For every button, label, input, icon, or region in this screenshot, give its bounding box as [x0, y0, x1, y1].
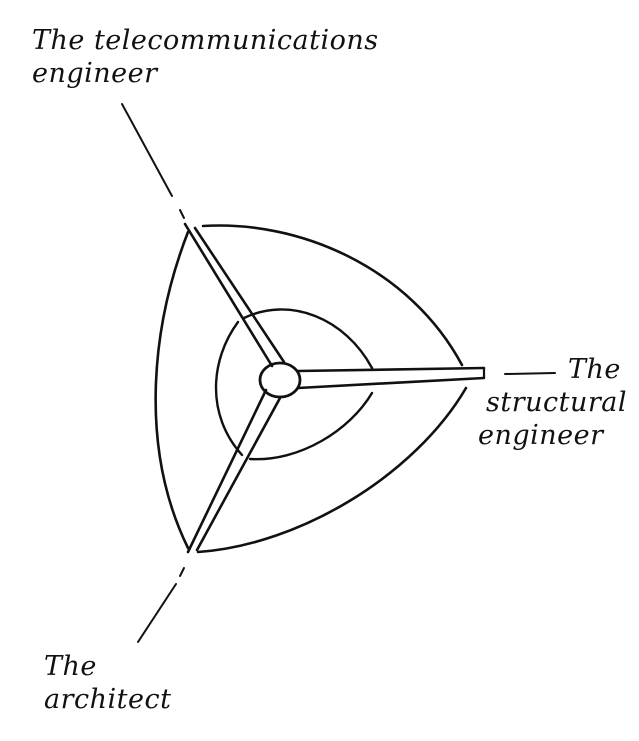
leader-tick-architect	[179, 567, 185, 577]
label-structural-line2: structural	[486, 387, 628, 418]
blade-architect	[186, 388, 282, 554]
label-structural-line1: The	[568, 354, 621, 385]
leader-tick-telecom	[179, 209, 185, 219]
inner-arc-upper	[242, 308, 374, 370]
label-architect-line1: The	[44, 651, 97, 682]
leader-line-architect	[137, 583, 177, 643]
inner-arc-lower	[248, 391, 374, 461]
label-telecom-line1: The telecommunications	[32, 25, 379, 56]
leader-line-telecom	[121, 103, 173, 197]
outer-arc-lower-right	[196, 386, 468, 554]
inner-arc-left	[214, 320, 244, 457]
blade-telecom	[183, 222, 286, 368]
label-architect-line2: architect	[44, 684, 172, 715]
outer-arc-left	[154, 230, 190, 550]
label-architect: The architect	[44, 650, 171, 716]
label-telecommunications-engineer: The telecommunications engineer	[32, 24, 379, 90]
hub-circle	[258, 361, 302, 399]
label-structural-line3: engineer	[478, 420, 604, 451]
leader-line-structural	[504, 372, 556, 375]
label-telecom-line2: engineer	[32, 58, 158, 89]
outer-arc-upper-right	[201, 224, 464, 367]
label-structural-engineer: The structural engineer	[478, 353, 627, 452]
blade-structural	[296, 366, 486, 390]
